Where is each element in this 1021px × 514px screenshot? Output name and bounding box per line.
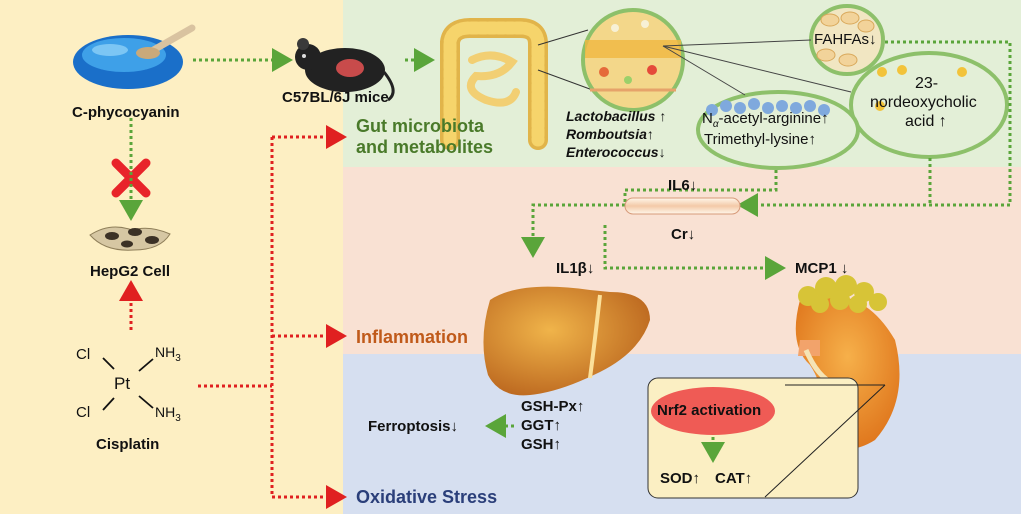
trimethyl-lysine-label: Trimethyl-lysine↑ xyxy=(704,131,816,148)
inflammation-section-title: Inflammation xyxy=(356,327,469,347)
intestine-illustration xyxy=(440,18,548,150)
cat-label: CAT↑ xyxy=(715,470,753,487)
cisplatin-cl-top: Cl xyxy=(76,346,91,363)
gut-section-title-line2: and metabolites xyxy=(356,137,494,157)
blood-vessel-illustration xyxy=(624,197,741,215)
acid-label-line1: 23- xyxy=(915,75,939,92)
inflammation-panel-bg xyxy=(343,167,1021,354)
acid-label-line3: acid ↑ xyxy=(905,113,947,130)
left-panel-bg xyxy=(0,0,343,514)
bacteria-romboutsia: Romboutsia↑ xyxy=(566,126,654,142)
cisplatin-label: Cisplatin xyxy=(96,436,160,453)
bacteria-lactobacillus: Lactobacillus ↑ xyxy=(566,108,667,124)
mcp1-label: MCP1 ↓ xyxy=(795,260,849,277)
ggt-label: GGT↑ xyxy=(521,417,561,434)
gsh-px-label: GSH-Px↑ xyxy=(521,398,585,415)
kidney-callout-lower xyxy=(764,384,886,498)
kidney-illustration xyxy=(795,275,900,449)
cisplatin-structure xyxy=(102,357,154,411)
zoom-line-lower xyxy=(537,69,599,93)
fahfa-label: FAHFAs↓ xyxy=(814,31,877,48)
metabolite-connectors xyxy=(662,39,852,96)
hepg2-cells-illustration xyxy=(89,226,171,251)
cisplatin-cl-bottom: Cl xyxy=(76,404,91,421)
acid-label-line2: nordeoxycholic xyxy=(870,94,977,111)
zoom-line-upper xyxy=(537,29,589,46)
cpc-powder-illustration xyxy=(73,24,196,89)
oxidative-section-title: Oxidative Stress xyxy=(356,487,498,507)
bacteria-enterococcus: Enterococcus↓ xyxy=(566,144,666,160)
liver-illustration xyxy=(483,286,650,396)
cpc-label: C-phycocyanin xyxy=(72,104,180,121)
il1b-label: IL1β↓ xyxy=(556,260,595,277)
cisplatin-branch-arrows xyxy=(198,125,347,509)
il6-label: IL6↓ xyxy=(668,177,698,194)
gut-tissue-circle xyxy=(581,8,685,112)
cr-label: Cr↓ xyxy=(671,226,696,243)
arrow-vessel-to-il1b xyxy=(521,203,625,258)
mice-label: C57BL/6J mice xyxy=(282,89,389,106)
gut-section-title-line1: Gut microbiota xyxy=(356,116,485,136)
ferroptosis-label: Ferroptosis↓ xyxy=(368,418,459,435)
mouse-illustration xyxy=(295,38,395,102)
cisplatin-nh3-top: NH3 xyxy=(155,344,181,364)
hepg2-cell-label: HepG2 Cell xyxy=(90,263,171,280)
sod-label: SOD↑ xyxy=(660,470,701,487)
acetyl-arginine-label: Nα-acetyl-arginine↑ xyxy=(702,110,829,130)
gsh-label: GSH↑ xyxy=(521,436,562,453)
arrow-to-mcp1 xyxy=(603,225,786,280)
amino-acid-beads xyxy=(706,98,830,116)
acid-bubble xyxy=(849,51,1009,159)
cisplatin-pt: Pt xyxy=(114,374,131,393)
nrf2-label: Nrf2 activation xyxy=(657,402,762,419)
acid-droplets xyxy=(875,65,967,111)
cisplatin-nh3-bottom: NH3 xyxy=(155,404,181,424)
fahfa-droplets xyxy=(816,11,875,67)
nrf2-box xyxy=(647,377,859,499)
